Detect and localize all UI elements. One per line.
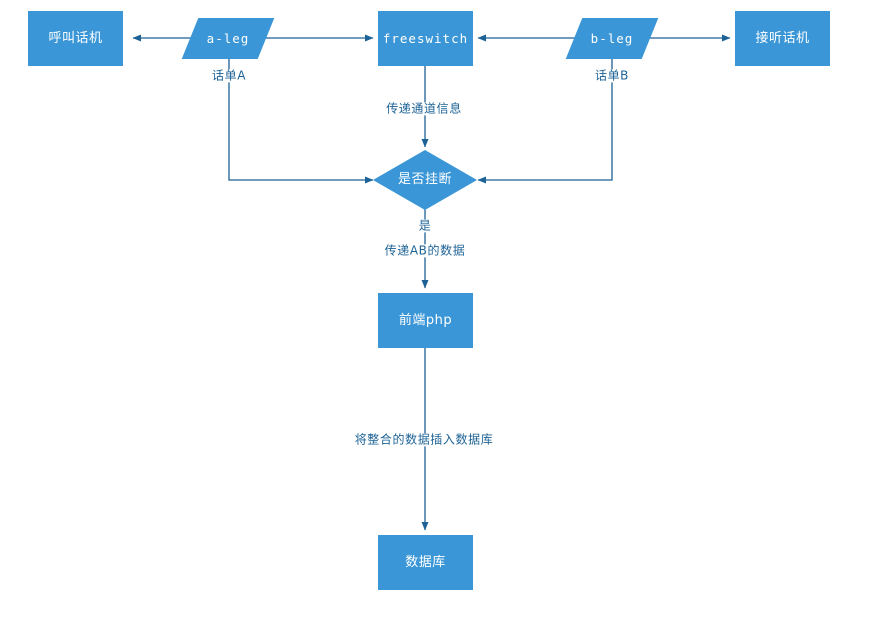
node-database-label: 数据库	[405, 554, 446, 570]
edge-label-ab-data-text: 传递AB的数据	[384, 243, 466, 258]
edge-label-channel-info: 传递通道信息	[383, 101, 465, 116]
node-bleg-label: b-leg	[590, 31, 634, 46]
edge-label-yes-text: 是	[418, 218, 432, 233]
edge-label-insert-db-text: 将整合的数据插入数据库	[354, 432, 494, 447]
node-php[interactable]: 前端php	[378, 293, 473, 348]
edge-label-cdr-b: 话单B	[591, 68, 633, 83]
edge-label-cdr-b-text: 话单B	[594, 68, 630, 83]
node-php-label: 前端php	[398, 312, 453, 328]
node-bleg[interactable]: b-leg	[565, 18, 659, 59]
node-caller-label: 呼叫话机	[48, 30, 103, 46]
node-callee[interactable]: 接听话机	[735, 11, 830, 66]
node-aleg-label: a-leg	[206, 31, 250, 46]
edge-aleg-to-hangup	[228, 58, 374, 184]
node-database[interactable]: 数据库	[378, 535, 473, 590]
edge-label-cdr-a-text: 话单A	[211, 68, 247, 83]
node-callee-label: 接听话机	[755, 30, 810, 46]
edge-label-cdr-a: 话单A	[208, 68, 250, 83]
node-aleg[interactable]: a-leg	[181, 18, 275, 59]
node-freeswitch-label: freeswitch	[382, 31, 469, 46]
edge-label-yes: 是	[415, 218, 435, 233]
edge-bleg-to-hangup	[477, 58, 613, 184]
edge-label-ab-data: 传递AB的数据	[381, 243, 469, 258]
edge-label-insert-db: 将整合的数据插入数据库	[351, 432, 497, 447]
node-hangup-label: 是否挂断	[397, 172, 452, 188]
node-caller[interactable]: 呼叫话机	[28, 11, 123, 66]
node-freeswitch[interactable]: freeswitch	[378, 11, 473, 66]
edge-label-channel-info-text: 传递通道信息	[386, 101, 462, 116]
node-hangup-decision[interactable]: 是否挂断	[373, 150, 477, 210]
